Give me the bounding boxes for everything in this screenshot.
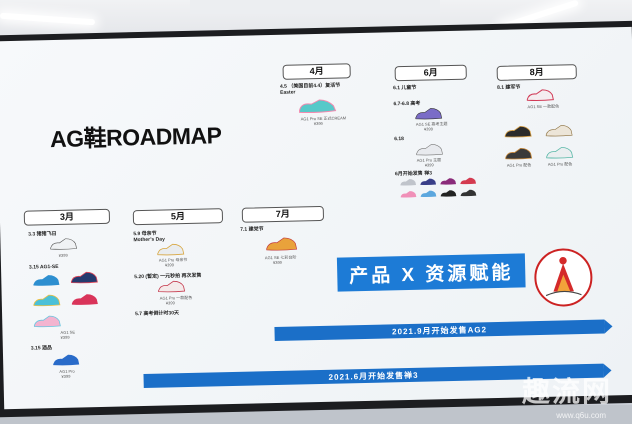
note-aug-1: 8.1 建军节 [497,84,521,91]
month-header-aug: 8月 [496,64,577,81]
shoe-image [31,274,61,288]
screen-bezel: AG鞋ROADMAP 4月 6月 8月 3月 5月 7月 4.5 （美国目前4.… [0,20,632,418]
note-mar-6: 3.15 酒品 [30,345,53,352]
month-header-mar: 3月 [23,208,111,226]
note-may-2: Mother’s Day [133,236,165,244]
slide-title: AG鞋ROADMAP [49,122,222,153]
note-mar-1: 3.3 猪猪飞日 [28,230,57,238]
note-may-4: ¥399 [164,262,174,268]
note-jun-4: ¥399 [423,126,433,132]
note-may-6: AG1 Pro 一款配色 [159,294,193,301]
shoe-image [503,125,533,139]
brand-logo [533,247,594,308]
watermark-url: www.q6u.com [556,411,606,420]
shoe-image [503,147,533,161]
shoe-image [69,271,99,285]
shoe-image [414,143,444,157]
shoe-image [525,89,555,103]
month-header-jun: 6月 [394,64,467,82]
shoe-image [544,124,574,138]
note-aug-2: AG1 SE 一款配色 [527,103,560,110]
note-mar-5: ¥399 [60,334,70,340]
note-aug-3: AG1 Pro 配色 [506,162,532,168]
shoe-image [156,280,186,294]
shoe-image [70,293,100,307]
note-jun-7: ¥399 [424,162,434,168]
shoe-image [399,178,417,187]
shoe-image [459,188,477,197]
note-aug-4: AG1 Pro 配色 [547,161,573,167]
shoe-image [32,294,62,308]
note-jul-3: ¥399 [272,259,282,266]
shoe-image [414,107,444,121]
ceiling-light-left [0,12,96,26]
shoe-image [262,236,300,252]
note-may-8: 5.7 高考倒计时30天 [135,310,180,318]
shoe-image [297,98,337,115]
shoe-image [439,177,457,186]
shoe-image [156,243,186,257]
month-header-jul: 7月 [241,205,325,223]
shoe-image [419,177,437,186]
presentation-screen: AG鞋ROADMAP 4月 6月 8月 3月 5月 7月 4.5 （美国目前4.… [0,26,632,410]
shoe-image [544,146,574,160]
month-header-apr: 4月 [282,63,351,80]
shoe-image [32,315,62,329]
shoe-image [51,353,81,367]
note-apr-4: ¥399 [313,120,323,127]
shoe-image [459,176,477,185]
note-jun-8: 6月开始发售 禅3 [394,170,433,178]
note-apr-2: Easter [280,89,296,96]
shoe-image [419,189,437,198]
shoe-image [439,189,457,198]
note-jun-5: 6.18 [394,136,405,143]
shoe-image [399,190,417,199]
timeline-arrow-ag2: 2021.9月开始发售AG2 [274,319,605,342]
month-header-may: 5月 [132,208,224,226]
note-apr-1: 4.5 （美国目前4.4）复活节 [279,82,341,90]
note-mar-8: ¥399 [61,373,71,379]
note-jun-1: 6.1 儿童节 [392,84,417,92]
note-may-7: ¥399 [165,300,175,306]
note-jun-2: 6.7-6.8 高考 [393,100,421,108]
shoe-image [48,237,78,251]
ceiling-beam [190,0,440,14]
watermark-logo: 趣流网 [521,376,612,407]
resource-banner: 产品 X 资源赋能 [336,253,526,292]
note-mar-3: 3.15 AG1-SE [28,263,59,271]
note-may-5: 5.20 (暂定) 一元秒拍 再次发售 [134,272,202,281]
note-apr-3: AG1 Pro SE 正式CREAM [300,115,347,122]
note-jul-1: 7.1 建党节 [240,226,264,233]
note-mar-2: ¥399 [58,252,68,258]
